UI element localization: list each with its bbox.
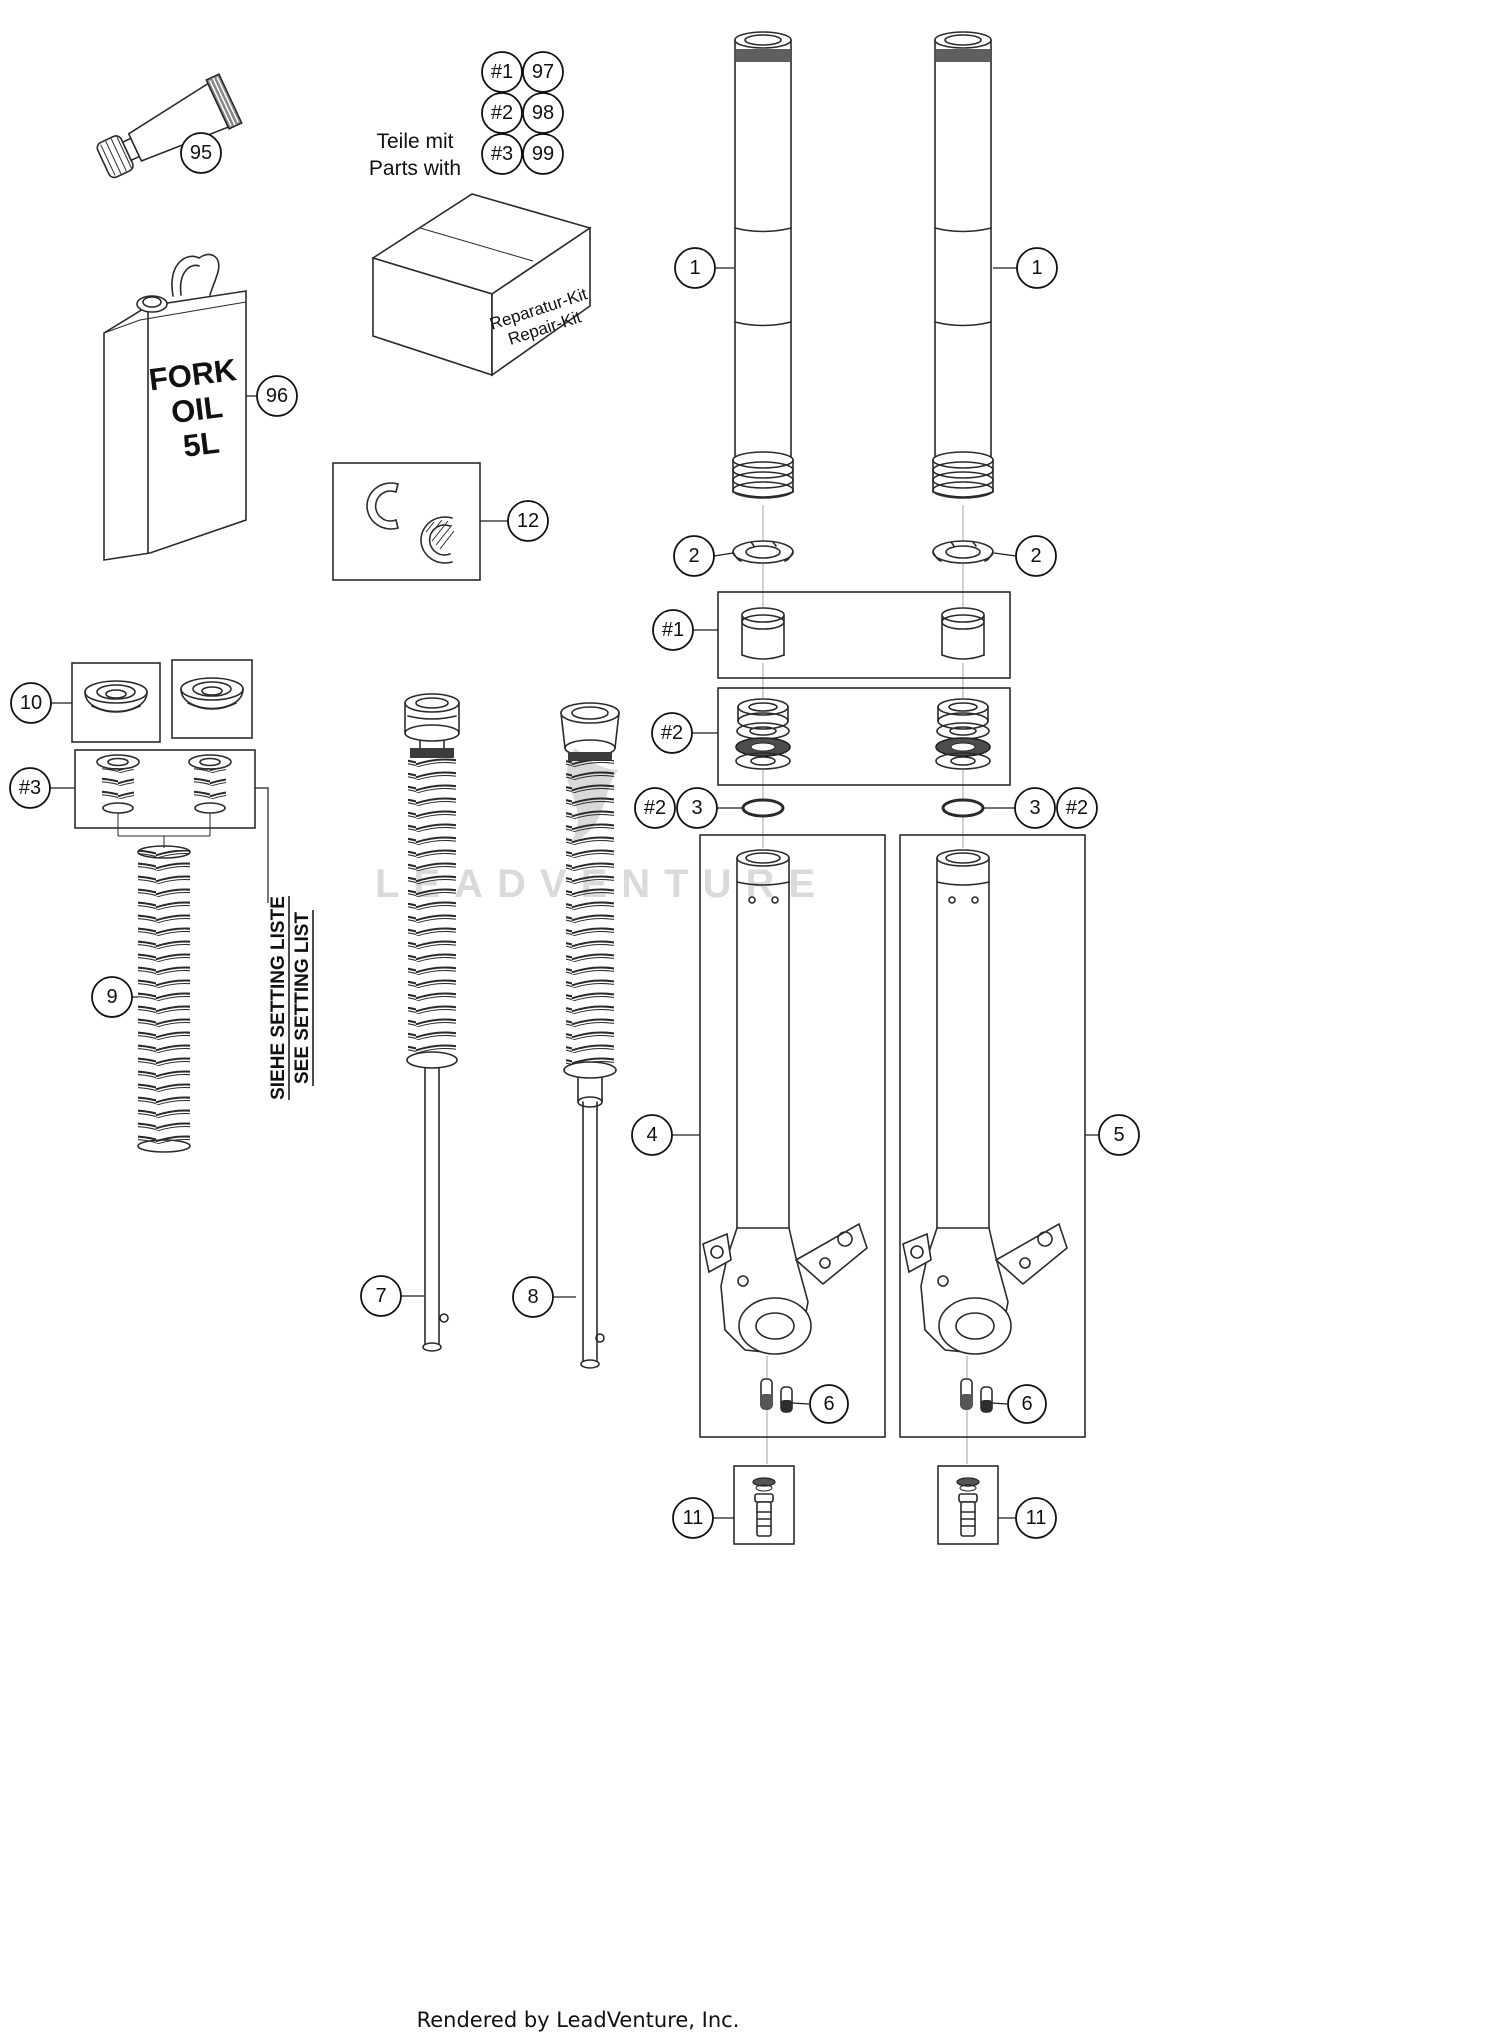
setting-list-en: SEE SETTING LIST bbox=[292, 912, 313, 1084]
svg-text:#2: #2 bbox=[1066, 797, 1088, 819]
callout-kit-num-98[interactable]: 98 bbox=[522, 92, 564, 134]
svg-text:3: 3 bbox=[691, 797, 702, 819]
callout-96[interactable]: 96 bbox=[256, 375, 298, 417]
callout-kit-ref-1[interactable]: #1 bbox=[481, 51, 523, 93]
svg-text:3: 3 bbox=[1029, 797, 1040, 819]
svg-text:97: 97 bbox=[532, 61, 554, 83]
svg-text:1: 1 bbox=[1031, 257, 1042, 279]
callout-kit-num-97[interactable]: 97 bbox=[522, 51, 564, 93]
legend-parts-with: Teile mit Parts with bbox=[369, 130, 461, 180]
callout-hash3[interactable]: #3 bbox=[9, 767, 51, 809]
callout-1-left[interactable]: 1 bbox=[674, 247, 716, 289]
svg-text:10: 10 bbox=[20, 692, 42, 714]
callout-11-right[interactable]: 11 bbox=[1015, 1497, 1057, 1539]
cartridge-right-art bbox=[560, 702, 620, 1369]
callout-95[interactable]: 95 bbox=[180, 132, 222, 174]
inner-tube-right-art bbox=[932, 31, 994, 499]
callout-2-right[interactable]: 2 bbox=[1015, 535, 1057, 577]
svg-text:6: 6 bbox=[1021, 1393, 1032, 1415]
svg-text:99: 99 bbox=[532, 143, 554, 165]
seals-box-art bbox=[717, 687, 1011, 786]
svg-text:9: 9 bbox=[106, 986, 117, 1008]
svg-text:2: 2 bbox=[688, 545, 699, 567]
callout-hash1-box[interactable]: #1 bbox=[652, 609, 694, 651]
inner-tube-left-art bbox=[732, 31, 794, 499]
svg-text:1: 1 bbox=[689, 257, 700, 279]
footer-credit: Rendered by LeadVenture, Inc. bbox=[417, 2008, 740, 2032]
cartridge-left-art bbox=[404, 693, 460, 1352]
screw-right-art bbox=[937, 1465, 999, 1545]
fork-oil-text-2: OIL bbox=[169, 389, 225, 430]
callout-kit-ref-2[interactable]: #2 bbox=[481, 92, 523, 134]
callout-6-left[interactable]: 6 bbox=[809, 1384, 849, 1424]
svg-text:#3: #3 bbox=[491, 143, 513, 165]
main-spring-art bbox=[137, 845, 191, 1153]
svg-text:2: 2 bbox=[1030, 545, 1041, 567]
svg-text:#2: #2 bbox=[661, 722, 683, 744]
callout-3-right[interactable]: 3 bbox=[1014, 787, 1056, 829]
callout-9[interactable]: 9 bbox=[91, 976, 133, 1018]
svg-text:96: 96 bbox=[266, 385, 288, 407]
svg-text:12: 12 bbox=[517, 510, 539, 532]
bushings-box-art bbox=[717, 591, 1011, 679]
fork-oil-can-art: FORK OIL 5L bbox=[103, 253, 247, 561]
svg-text:4: 4 bbox=[646, 1124, 657, 1146]
caps-art bbox=[71, 659, 253, 743]
svg-text:#3: #3 bbox=[19, 777, 41, 799]
callout-2-left[interactable]: 2 bbox=[673, 535, 715, 577]
setting-list-note: SIEHE SETTING LISTE SEE SETTING LIST bbox=[255, 787, 314, 1100]
leader-lines bbox=[50, 267, 1099, 1519]
svg-text:7: 7 bbox=[375, 1285, 386, 1307]
callout-1-right[interactable]: 1 bbox=[1016, 247, 1058, 289]
callout-hash2-oring-left[interactable]: #2 bbox=[634, 787, 676, 829]
adjusters-art bbox=[74, 749, 256, 848]
callout-kit-num-99[interactable]: 99 bbox=[522, 133, 564, 175]
callout-11-left[interactable]: 11 bbox=[672, 1497, 714, 1539]
svg-text:#2: #2 bbox=[644, 797, 666, 819]
oring-left-art bbox=[741, 798, 785, 818]
svg-text:8: 8 bbox=[527, 1286, 538, 1308]
screw-left-art bbox=[733, 1465, 795, 1545]
oring-right-art bbox=[941, 798, 985, 818]
setting-list-de: SIEHE SETTING LISTE bbox=[268, 896, 289, 1100]
svg-text:98: 98 bbox=[532, 102, 554, 124]
svg-text:11: 11 bbox=[683, 1507, 704, 1529]
svg-text:#1: #1 bbox=[491, 61, 513, 83]
repair-kit-box-art: Reparatur-Kit Repair-Kit bbox=[371, 193, 592, 377]
svg-text:#1: #1 bbox=[662, 619, 684, 641]
callout-hash2-oring-right[interactable]: #2 bbox=[1056, 787, 1098, 829]
callout-10[interactable]: 10 bbox=[10, 682, 52, 724]
svg-text:#2: #2 bbox=[491, 102, 513, 124]
svg-text:11: 11 bbox=[1026, 1507, 1047, 1529]
callout-4[interactable]: 4 bbox=[631, 1114, 673, 1156]
callout-7[interactable]: 7 bbox=[360, 1275, 402, 1317]
svg-text:6: 6 bbox=[823, 1393, 834, 1415]
callout-kit-ref-3[interactable]: #3 bbox=[481, 133, 523, 175]
svg-text:95: 95 bbox=[190, 142, 212, 164]
grease-tube-art bbox=[96, 73, 243, 179]
callout-5[interactable]: 5 bbox=[1098, 1114, 1140, 1156]
callout-6-right[interactable]: 6 bbox=[1007, 1384, 1047, 1424]
callout-3-left[interactable]: 3 bbox=[676, 787, 718, 829]
callout-12[interactable]: 12 bbox=[507, 500, 549, 542]
svg-text:5: 5 bbox=[1113, 1124, 1124, 1146]
legend-teile-mit: Teile mit bbox=[376, 130, 453, 153]
bushing-kit-art bbox=[332, 462, 481, 581]
lock-ring-left-art bbox=[732, 540, 794, 564]
lock-ring-right-art bbox=[932, 540, 994, 564]
legend-parts-with: Parts with bbox=[369, 157, 461, 180]
fork-oil-text-3: 5L bbox=[181, 425, 221, 464]
outer-leg-left-box bbox=[699, 834, 886, 1438]
callout-8[interactable]: 8 bbox=[512, 1276, 554, 1318]
outer-leg-right-box bbox=[899, 834, 1086, 1438]
callout-hash2-box[interactable]: #2 bbox=[651, 712, 693, 754]
